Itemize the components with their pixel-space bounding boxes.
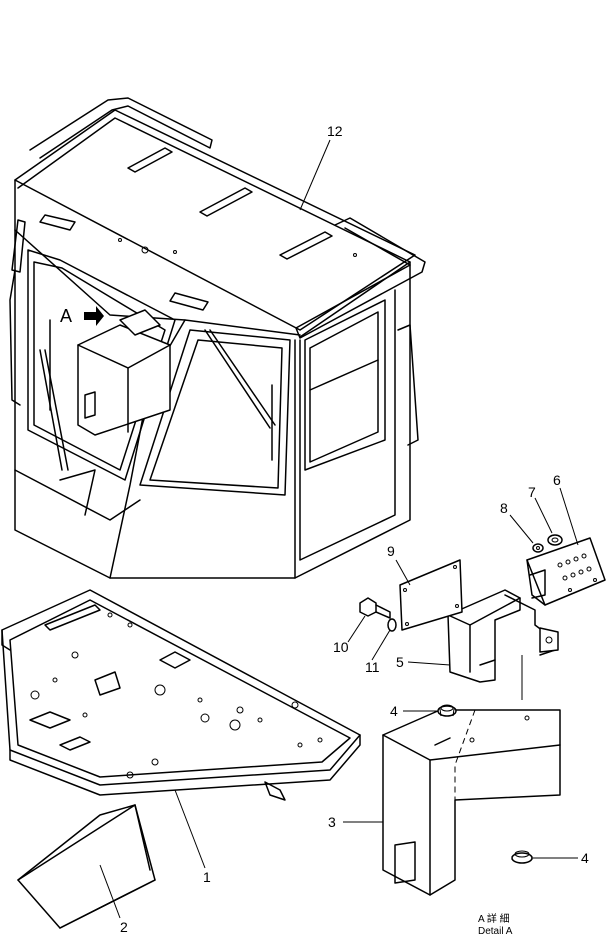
bracket (447, 589, 559, 683)
callout-4-upper: 4 (390, 703, 398, 719)
view-arrow-icon (84, 306, 104, 326)
callout-6: 6 (553, 472, 561, 488)
spring-washer (387, 618, 397, 632)
callout-2: 2 (120, 919, 128, 935)
callout-7: 7 (528, 484, 536, 500)
floor-plate (1, 589, 361, 801)
console-box (382, 709, 561, 896)
callout-5: 5 (396, 654, 404, 670)
cab-assembly (9, 97, 426, 579)
bolt (359, 597, 391, 619)
washer (532, 543, 544, 553)
callout-11: 11 (365, 659, 380, 675)
detail-caption-jp: A 詳 細 (478, 912, 510, 925)
callout-12: 12 (327, 123, 343, 139)
view-marker-label: A (60, 306, 72, 326)
callout-1: 1 (203, 869, 211, 885)
leader-lines (99, 139, 579, 919)
detail-caption-en: Detail A (478, 926, 513, 937)
callout-9: 9 (387, 543, 395, 559)
under-cover (17, 804, 156, 929)
cover-plate (399, 559, 463, 631)
callout-4-lower: 4 (581, 850, 589, 866)
grommet-lower (511, 850, 533, 864)
callout-3: 3 (328, 814, 336, 830)
grommet-upper (437, 704, 457, 717)
callout-8: 8 (500, 500, 508, 516)
nut (547, 534, 563, 546)
callout-10: 10 (333, 639, 349, 655)
switch-panel (526, 537, 606, 606)
